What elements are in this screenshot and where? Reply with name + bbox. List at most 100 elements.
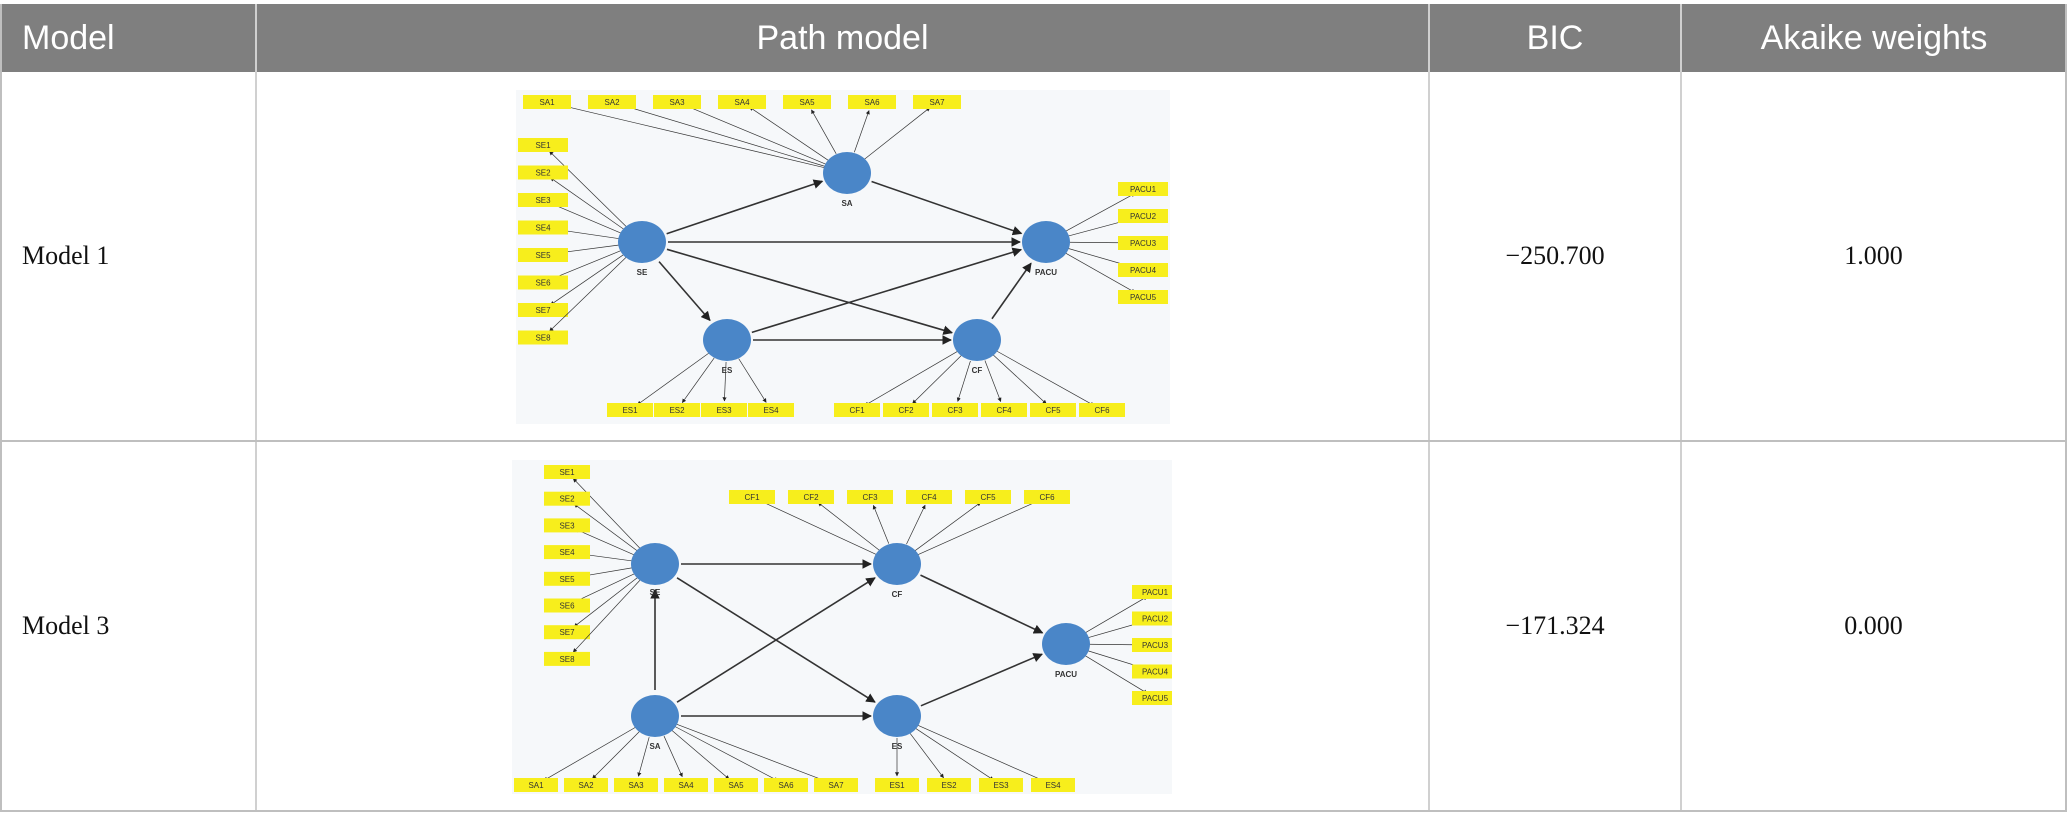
cf-indicator-label: CF4 [996, 406, 1012, 415]
cf-loading-arrow [916, 500, 1040, 556]
se-node-label: SE [637, 268, 648, 277]
structural-path-arrow [751, 247, 1023, 334]
cf-indicator-label: CF2 [803, 493, 819, 502]
cf-indicator-box [834, 403, 880, 417]
pacu-indicator-label: PACU2 [1130, 212, 1157, 221]
se-node [618, 221, 666, 263]
pacu-indicator-label: PACU1 [1130, 185, 1157, 194]
cf-loading-arrow [912, 355, 962, 404]
se-indicator-label: SE4 [535, 224, 551, 233]
cf-indicator-box [847, 490, 893, 504]
se-loading-arrow [550, 254, 625, 306]
se-indicator-label: SE2 [535, 169, 551, 178]
header-model: Model [0, 4, 256, 72]
pacu-indicator-label: PACU5 [1130, 293, 1157, 302]
cf-indicator-label: CF5 [980, 493, 996, 502]
se-indicator-label: SE7 [535, 306, 551, 315]
pacu-indicator-label: PACU3 [1142, 641, 1169, 650]
sa-loading-arrow [684, 104, 827, 165]
se-loading-arrow [572, 579, 641, 653]
cf-indicator-label: CF1 [744, 493, 760, 502]
sa-indicator-box [514, 778, 558, 792]
cf-indicator-box [965, 490, 1011, 504]
sa-indicator-label: SA6 [864, 98, 880, 107]
es-indicator-label: ES2 [941, 781, 957, 790]
column-divider [255, 4, 257, 812]
structural-path-arrow [666, 179, 824, 235]
sa-indicator-box [664, 778, 708, 792]
se-loading-arrow [550, 250, 622, 280]
pacu-indicator-box [1132, 638, 1172, 652]
sa-indicator-label: SA5 [728, 781, 744, 790]
es-indicator-box [875, 778, 919, 792]
cf-indicator-label: CF1 [849, 406, 865, 415]
sa-indicator-box [588, 95, 636, 109]
se-indicator-label: SE5 [559, 575, 575, 584]
cf-node [873, 543, 921, 585]
cf-indicator-label: CF3 [947, 406, 963, 415]
sa-indicator-box [814, 778, 858, 792]
sa-indicator-label: SA6 [778, 781, 794, 790]
pacu-indicator-box [1118, 209, 1168, 223]
es-indicator-box [607, 403, 653, 417]
cf-loading-arrow [872, 504, 890, 544]
es-node-label: ES [892, 742, 903, 751]
pacu-indicator-label: PACU3 [1130, 239, 1157, 248]
sa-loading-arrow [671, 729, 730, 780]
se-indicator-box [518, 303, 568, 317]
es-indicator-box [654, 403, 700, 417]
pacu-indicator-box [1132, 664, 1172, 679]
structural-path-arrow [666, 248, 953, 335]
sa-indicator-label: SA3 [669, 98, 685, 107]
sa-indicator-label: SA4 [734, 98, 750, 107]
es-indicator-box [748, 403, 794, 417]
es-loading-arrow [916, 724, 1046, 782]
se-indicator-box [544, 491, 590, 506]
cf-indicator-label: CF4 [921, 493, 937, 502]
se-indicator-box [518, 193, 568, 207]
se-node-label: SE [650, 588, 661, 597]
pacu-indicator-box [1118, 182, 1168, 196]
se-indicator-label: SE4 [559, 548, 575, 557]
sa-indicator-label: SA1 [539, 98, 555, 107]
es-indicator-label: ES2 [669, 406, 685, 415]
es-loading-arrow [915, 727, 994, 781]
column-divider [1428, 4, 1430, 812]
se-indicator-box [544, 625, 590, 640]
sa-loading-arrow [811, 109, 837, 155]
sa-indicator-label: SA5 [799, 98, 815, 107]
sa-indicator-box [714, 778, 758, 792]
sa-loading-arrow [675, 723, 828, 783]
sa-loading-arrow [543, 726, 637, 781]
cf-node [953, 319, 1001, 361]
row2-akaike-value: 0.000 [1844, 611, 1903, 640]
sa-node [631, 695, 679, 737]
pacu-indicator-box [1132, 611, 1172, 626]
structural-path-arrow [658, 261, 711, 322]
es-indicator-label: ES3 [716, 406, 732, 415]
cf-indicator-label: CF2 [898, 406, 914, 415]
cf-indicator-box [1024, 490, 1070, 504]
sa-indicator-box [848, 95, 896, 109]
sa-indicator-box [523, 95, 571, 109]
es-indicator-box [979, 778, 1023, 792]
es-node [703, 319, 751, 361]
row1-akaike-value: 1.000 [1844, 241, 1903, 270]
es-loading-arrow [722, 361, 727, 402]
es-indicator-box [927, 778, 971, 792]
row-divider [0, 440, 2067, 442]
se-indicator-box [518, 275, 568, 290]
sa-indicator-box [783, 95, 831, 109]
se-indicator-box [544, 518, 590, 533]
es-indicator-label: ES4 [763, 406, 779, 415]
se-indicator-box [544, 598, 590, 613]
es-loading-arrow [909, 733, 944, 779]
sa-loading-arrow [864, 107, 931, 160]
sa-loading-arrow [663, 735, 683, 778]
header-path-model: Path model [256, 4, 1429, 72]
row1-bic-value: −250.700 [1505, 241, 1605, 270]
pacu-indicator-label: PACU4 [1130, 266, 1157, 275]
cf-loading-arrow [984, 360, 1002, 402]
